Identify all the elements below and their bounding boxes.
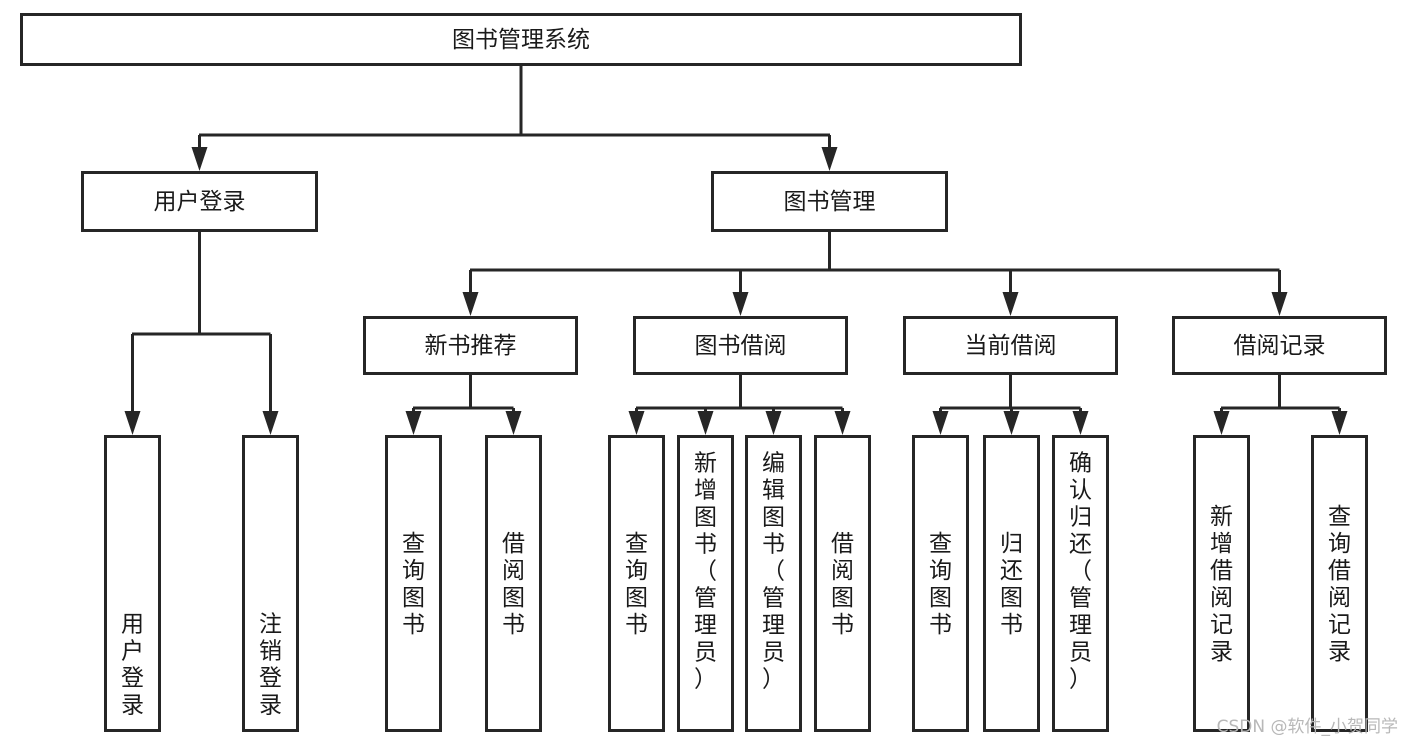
node-label-l_confirm_return: 确认归还（管理员） [1069,451,1092,693]
node-box-l_user_login[interactable] [104,435,161,732]
node-label-l_query_book_3: 查询图书 [929,531,952,638]
node-box-n_new_book_rec[interactable] [363,316,578,375]
node-box-l_user_logout[interactable] [242,435,299,732]
arrowhead-l_add_record [1213,411,1230,435]
node-label-n_current_borrow: 当前借阅 [965,333,1057,359]
node-box-l_query_record[interactable] [1311,435,1368,732]
node-l_query_book_1[interactable]: 查询图书 [385,435,442,732]
node-label-l_borrow_book_1: 借阅图书 [502,531,525,638]
node-box-n_book_mgmt[interactable] [711,171,948,232]
arrowhead-l_user_login [124,411,141,435]
arrowhead-l_query_book_3 [932,411,949,435]
node-l_add_record[interactable]: 新增借阅记录 [1193,435,1250,732]
node-l_add_book[interactable]: 新增图书（管理员） [677,435,734,732]
node-l_borrow_book_1[interactable]: 借阅图书 [485,435,542,732]
arrowhead-n_new_book_rec [462,292,479,316]
node-box-l_confirm_return[interactable] [1052,435,1109,732]
node-box-l_query_book_2[interactable] [608,435,665,732]
node-l_borrow_book_2[interactable]: 借阅图书 [814,435,871,732]
node-label-n_borrow_record: 借阅记录 [1234,333,1326,359]
arrowhead-l_add_book [697,411,714,435]
arrowhead-l_query_book_1 [405,411,422,435]
node-l_return_book[interactable]: 归还图书 [983,435,1040,732]
node-label-root: 图书管理系统 [452,27,590,53]
node-label-l_user_login: 用户登录 [121,612,144,719]
arrowhead-l_borrow_book_2 [834,411,851,435]
arrowhead-n_book_mgmt [821,147,838,171]
node-label-l_return_book: 归还图书 [1000,531,1023,638]
node-box-n_user_login[interactable] [81,171,318,232]
node-l_user_login[interactable]: 用户登录 [104,435,161,732]
arrowhead-l_query_book_2 [628,411,645,435]
node-label-n_user_login: 用户登录 [154,189,246,215]
arrowhead-l_return_book [1003,411,1020,435]
node-label-l_query_book_2: 查询图书 [625,531,648,638]
node-n_current_borrow[interactable]: 当前借阅 [903,316,1118,375]
node-box-l_edit_book[interactable] [745,435,802,732]
node-label-n_new_book_rec: 新书推荐 [425,333,517,359]
node-box-n_borrow_record[interactable] [1172,316,1387,375]
arrowhead-l_borrow_book_1 [505,411,522,435]
node-label-l_borrow_book_2: 借阅图书 [831,531,854,638]
node-box-l_query_book_3[interactable] [912,435,969,732]
node-n_new_book_rec[interactable]: 新书推荐 [363,316,578,375]
node-label-l_user_logout: 注销登录 [259,612,282,719]
node-label-n_book_mgmt: 图书管理 [784,189,876,215]
node-box-n_book_borrow[interactable] [633,316,848,375]
node-box-l_add_record[interactable] [1193,435,1250,732]
node-box-root[interactable] [20,13,1022,66]
arrowhead-l_edit_book [765,411,782,435]
node-n_book_borrow[interactable]: 图书借阅 [633,316,848,375]
node-label-l_query_record: 查询借阅记录 [1328,504,1351,665]
csdn-watermark: CSDN @软件_小贺同学 [1217,717,1398,737]
arrowhead-n_book_borrow [732,292,749,316]
arrowhead-n_borrow_record [1271,292,1288,316]
node-l_user_logout[interactable]: 注销登录 [242,435,299,732]
node-box-n_current_borrow[interactable] [903,316,1118,375]
node-l_query_record[interactable]: 查询借阅记录 [1311,435,1368,732]
node-label-l_edit_book: 编辑图书（管理员） [762,451,785,693]
node-label-l_add_book: 新增图书（管理员） [694,451,717,693]
node-l_confirm_return[interactable]: 确认归还（管理员） [1052,435,1109,732]
node-label-l_query_book_1: 查询图书 [402,531,425,638]
node-box-l_return_book[interactable] [983,435,1040,732]
node-l_query_book_3[interactable]: 查询图书 [912,435,969,732]
nodes-layer: 图书管理系统用户登录图书管理新书推荐图书借阅当前借阅借阅记录用户登录注销登录查询… [20,13,1387,732]
node-box-l_borrow_book_1[interactable] [485,435,542,732]
node-box-l_borrow_book_2[interactable] [814,435,871,732]
node-n_user_login[interactable]: 用户登录 [81,171,318,232]
connectors-layer [124,66,1348,435]
node-n_book_mgmt[interactable]: 图书管理 [711,171,948,232]
arrowhead-l_user_logout [262,411,279,435]
node-box-l_add_book[interactable] [677,435,734,732]
arrowhead-l_query_record [1331,411,1348,435]
node-box-l_query_book_1[interactable] [385,435,442,732]
node-label-n_book_borrow: 图书借阅 [695,333,787,359]
node-label-l_add_record: 新增借阅记录 [1210,504,1233,665]
node-n_borrow_record[interactable]: 借阅记录 [1172,316,1387,375]
node-l_query_book_2[interactable]: 查询图书 [608,435,665,732]
node-root[interactable]: 图书管理系统 [20,13,1022,66]
node-l_edit_book[interactable]: 编辑图书（管理员） [745,435,802,732]
arrowhead-n_current_borrow [1002,292,1019,316]
arrowhead-n_user_login [191,147,208,171]
arrowhead-l_confirm_return [1072,411,1089,435]
